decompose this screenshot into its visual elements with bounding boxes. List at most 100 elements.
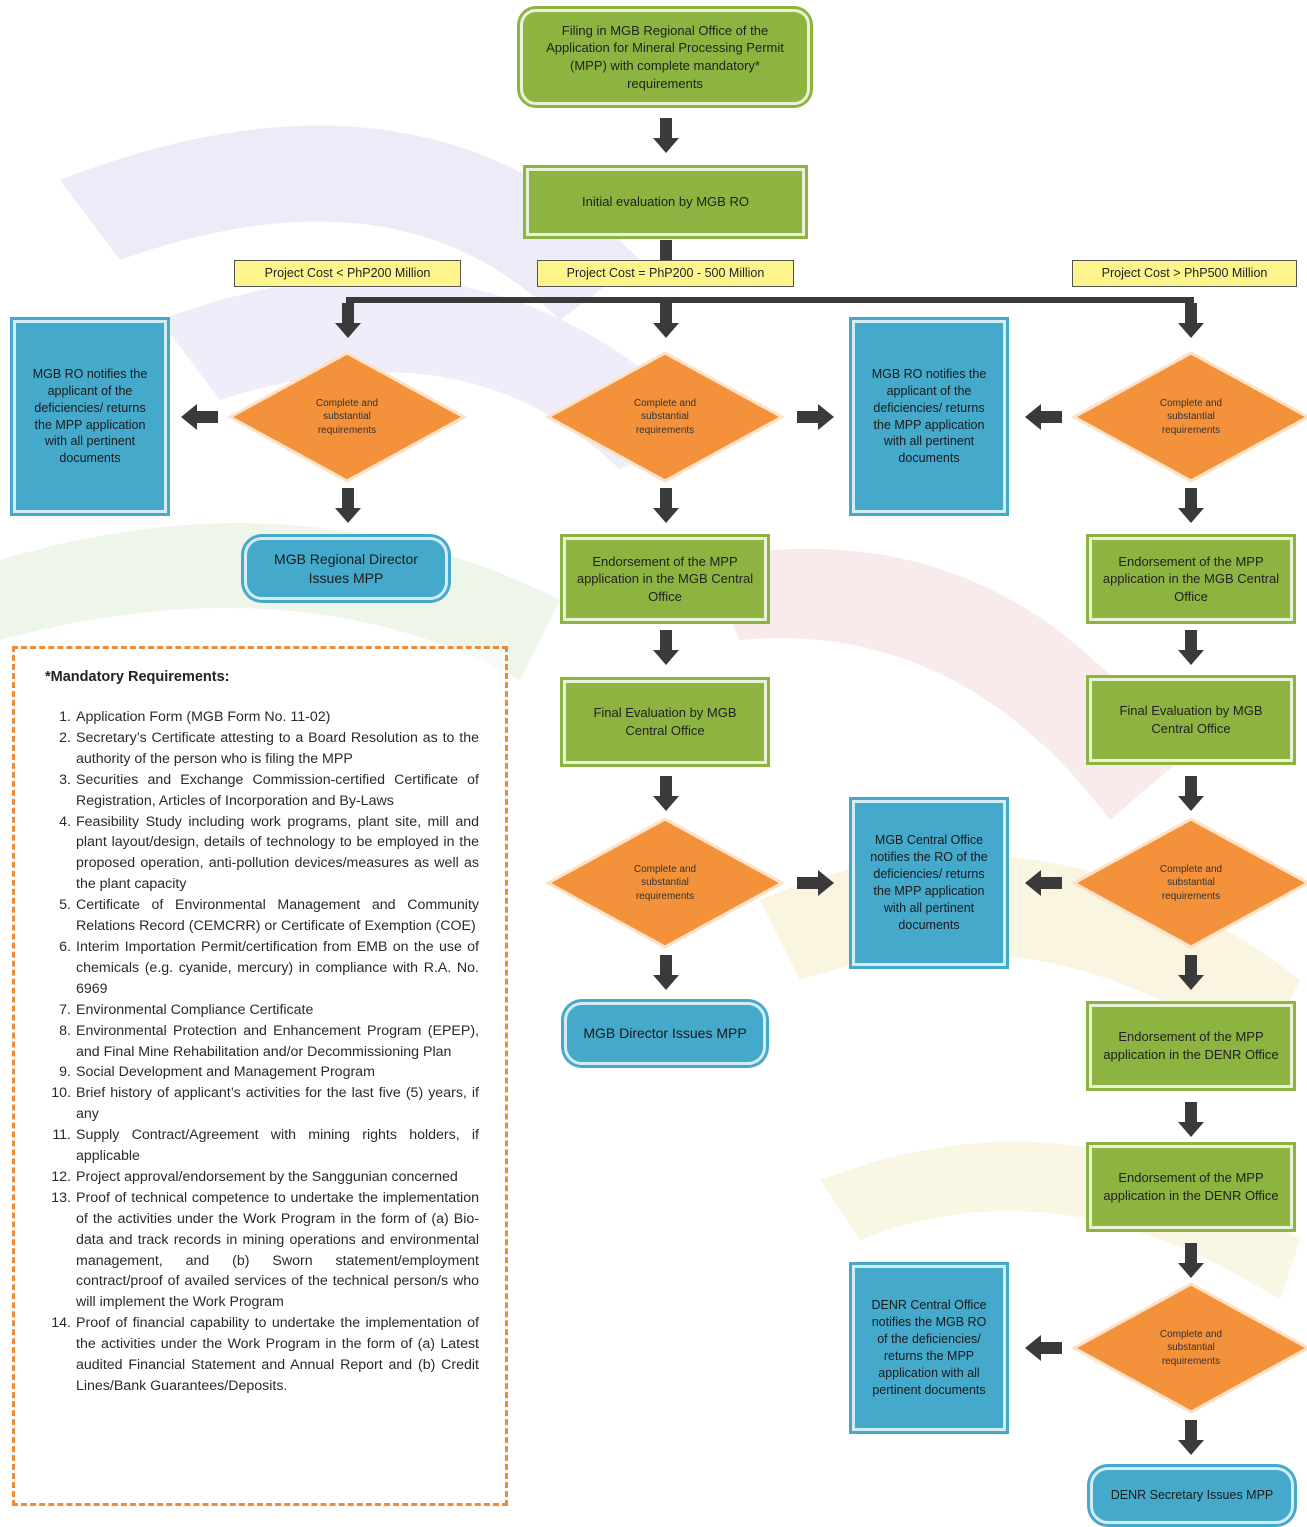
requirement-text: Application Form (MGB Form No. 11-02) — [76, 709, 331, 725]
decision-text: Complete and substantial requirements — [1159, 863, 1223, 902]
requirement-item: 1. Application Form (MGB Form No. 11-02) — [41, 707, 479, 728]
requirement-number: 6. — [59, 938, 71, 955]
endorse-central-high-text: Endorsement of the MPP application in th… — [1102, 553, 1280, 604]
requirement-text: Project approval/endorsement by the Sang… — [76, 1168, 458, 1185]
arrow-down-icon — [653, 630, 679, 665]
diamond-shape — [1071, 1282, 1307, 1414]
outcome-director-text: MGB Director Issues MPP — [583, 1025, 747, 1042]
arrow-right-icon — [797, 404, 834, 430]
cost-label-low: Project Cost < PhP200 Million — [234, 260, 461, 287]
requirement-item: 3. Securities and Exchange Commission-cer… — [41, 770, 479, 812]
requirement-item: 10. Brief history of applicant’s activiti… — [41, 1083, 479, 1125]
requirement-text: Secretary’s Certificate attesting to a B… — [76, 729, 479, 767]
requirement-number: 14. — [51, 1315, 71, 1332]
arrow-down-icon — [1178, 1243, 1204, 1278]
requirement-number: 2. — [59, 729, 71, 746]
outcome-regional-director: MGB Regional Director Issues MPP — [244, 537, 448, 600]
arrow-down-icon — [1178, 1102, 1204, 1137]
decision-diamond-mid-2: Complete and substantial requirements — [545, 816, 785, 950]
initial-evaluation-node: Initial evaluation by MGB RO — [526, 168, 805, 236]
notice-denr: DENR Central Office notifies the MGB RO … — [852, 1265, 1006, 1431]
outcome-denr-secretary-text: DENR Secretary Issues MPP — [1110, 1488, 1274, 1503]
cost-label-high-text: Project Cost > PhP500 Million — [1101, 266, 1268, 281]
final-eval-mid-text: Final Evaluation by MGB Central Office — [593, 705, 737, 738]
requirement-item: 14.Proof of financial capability to unde… — [41, 1313, 479, 1397]
outcome-denr-secretary: DENR Secretary Issues MPP — [1090, 1467, 1294, 1524]
notice-ro-left: MGB RO notifies the applicant of the def… — [13, 320, 167, 513]
arrow-left-icon — [181, 404, 218, 430]
endorse-denr-2-text: Endorsement of the MPP application in th… — [1103, 1170, 1279, 1203]
endorse-central-mid-text: Endorsement of the MPP application in th… — [576, 553, 754, 604]
arrow-down-icon — [1178, 955, 1204, 990]
outcome-director: MGB Director Issues MPP — [564, 1002, 766, 1065]
endorse-denr-1-text: Endorsement of the MPP application in th… — [1103, 1029, 1279, 1062]
requirement-item: 12.Project approval/endorsement by the S… — [41, 1167, 479, 1188]
decision-diamond-high-3: Complete and substantial requirements — [1071, 1281, 1307, 1415]
requirement-item: 9. Social Development and Management Prog… — [41, 1062, 479, 1083]
cost-label-low-text: Project Cost < PhP200 Million — [264, 266, 431, 281]
requirements-list: 1. Application Form (MGB Form No. 11-02) 2… — [41, 707, 479, 1397]
requirement-number: 3. — [59, 771, 71, 788]
diamond-shape — [1071, 817, 1307, 949]
final-eval-high: Final Evaluation by MGB Central Office — [1089, 678, 1293, 762]
notice-central-text: MGB Central Office notifies the RO of th… — [870, 833, 988, 932]
arrow-right-icon — [797, 870, 834, 896]
requirement-item: 4. Feasibility Study including work progr… — [41, 812, 479, 896]
requirement-item: 2. Secretary’s Certificate attesting to a… — [41, 728, 479, 770]
requirement-item: 5. Certificate of Environmental Managemen… — [41, 895, 479, 937]
requirement-text: Securities and Exchange Commission-certi… — [76, 771, 479, 809]
arrow-down-icon — [1178, 1420, 1204, 1455]
requirement-number: 1. — [59, 709, 71, 725]
requirement-number: 5. — [59, 897, 71, 914]
requirements-title: *Mandatory Requirements: — [45, 669, 230, 685]
requirement-text: Brief history of applicant’s activities … — [76, 1085, 479, 1123]
requirement-item: 7. Environmental Compliance Certificate — [41, 1000, 479, 1021]
arrow-down-icon — [335, 488, 361, 523]
requirement-number: 10. — [51, 1085, 71, 1102]
requirement-number: 4. — [59, 813, 71, 830]
requirement-number: 11. — [52, 1127, 71, 1144]
outcome-regional-director-text: MGB Regional Director Issues MPP — [274, 550, 418, 586]
endorse-central-high: Endorsement of the MPP application in th… — [1089, 537, 1293, 621]
notice-ro-left-text: MGB RO notifies the applicant of the def… — [32, 366, 148, 466]
endorse-central-mid: Endorsement of the MPP application in th… — [563, 537, 767, 621]
requirement-number: 7. — [59, 1001, 71, 1018]
arrow-down-icon — [653, 955, 679, 990]
decision-diamond-high-1: Complete and substantial requirements — [1071, 350, 1307, 484]
arrow-down-icon — [1178, 303, 1204, 338]
arrow-down-icon — [1178, 630, 1204, 665]
requirement-number: 8. — [59, 1022, 71, 1039]
arrow-down-icon — [653, 303, 679, 338]
diamond-shape — [545, 351, 785, 483]
cost-label-mid: Project Cost = PhP200 - 500 Million — [537, 260, 794, 287]
arrow-down-icon — [1178, 488, 1204, 523]
requirement-text: Environmental Protection and Enhancement… — [76, 1022, 479, 1060]
final-eval-high-text: Final Evaluation by MGB Central Office — [1119, 703, 1263, 736]
arrow-left-icon — [1025, 404, 1062, 430]
notice-central: MGB Central Office notifies the RO of th… — [852, 800, 1006, 966]
requirement-text: Feasibility Study including work program… — [76, 813, 479, 893]
requirement-number: 9. — [59, 1064, 71, 1081]
arrow-down-icon — [653, 776, 679, 811]
start-text: Filing in MGB Regional Office of the App… — [546, 22, 784, 91]
decision-diamond-mid-1: Complete and substantial requirements — [545, 350, 785, 484]
requirement-text: Social Development and Management Progra… — [76, 1064, 375, 1081]
requirement-item: 11.Supply Contract/Agreement with mining… — [41, 1125, 479, 1167]
final-eval-mid: Final Evaluation by MGB Central Office — [563, 680, 767, 764]
arrow-down-icon — [335, 303, 361, 338]
decision-text: Complete and substantial requirements — [1159, 1328, 1223, 1367]
decision-text: Complete and substantial requirements — [633, 397, 697, 436]
diamond-shape — [1071, 351, 1307, 483]
notice-ro-mid: MGB RO notifies the applicant of the def… — [852, 320, 1006, 513]
diamond-shape — [545, 817, 785, 949]
cost-label-mid-text: Project Cost = PhP200 - 500 Million — [566, 266, 765, 281]
requirement-text: Interim Importation Permit/certification… — [76, 938, 479, 997]
cost-label-high: Project Cost > PhP500 Million — [1072, 260, 1297, 287]
decision-diamond-low: Complete and substantial requirements — [227, 350, 467, 484]
requirement-text: Certificate of Environmental Management … — [76, 897, 479, 935]
decision-text: Complete and substantial requirements — [633, 863, 697, 902]
requirement-text: Proof of technical competence to underta… — [76, 1189, 479, 1311]
requirement-number: 13. — [51, 1189, 71, 1206]
requirement-text: Environmental Compliance Certificate — [76, 1001, 314, 1018]
